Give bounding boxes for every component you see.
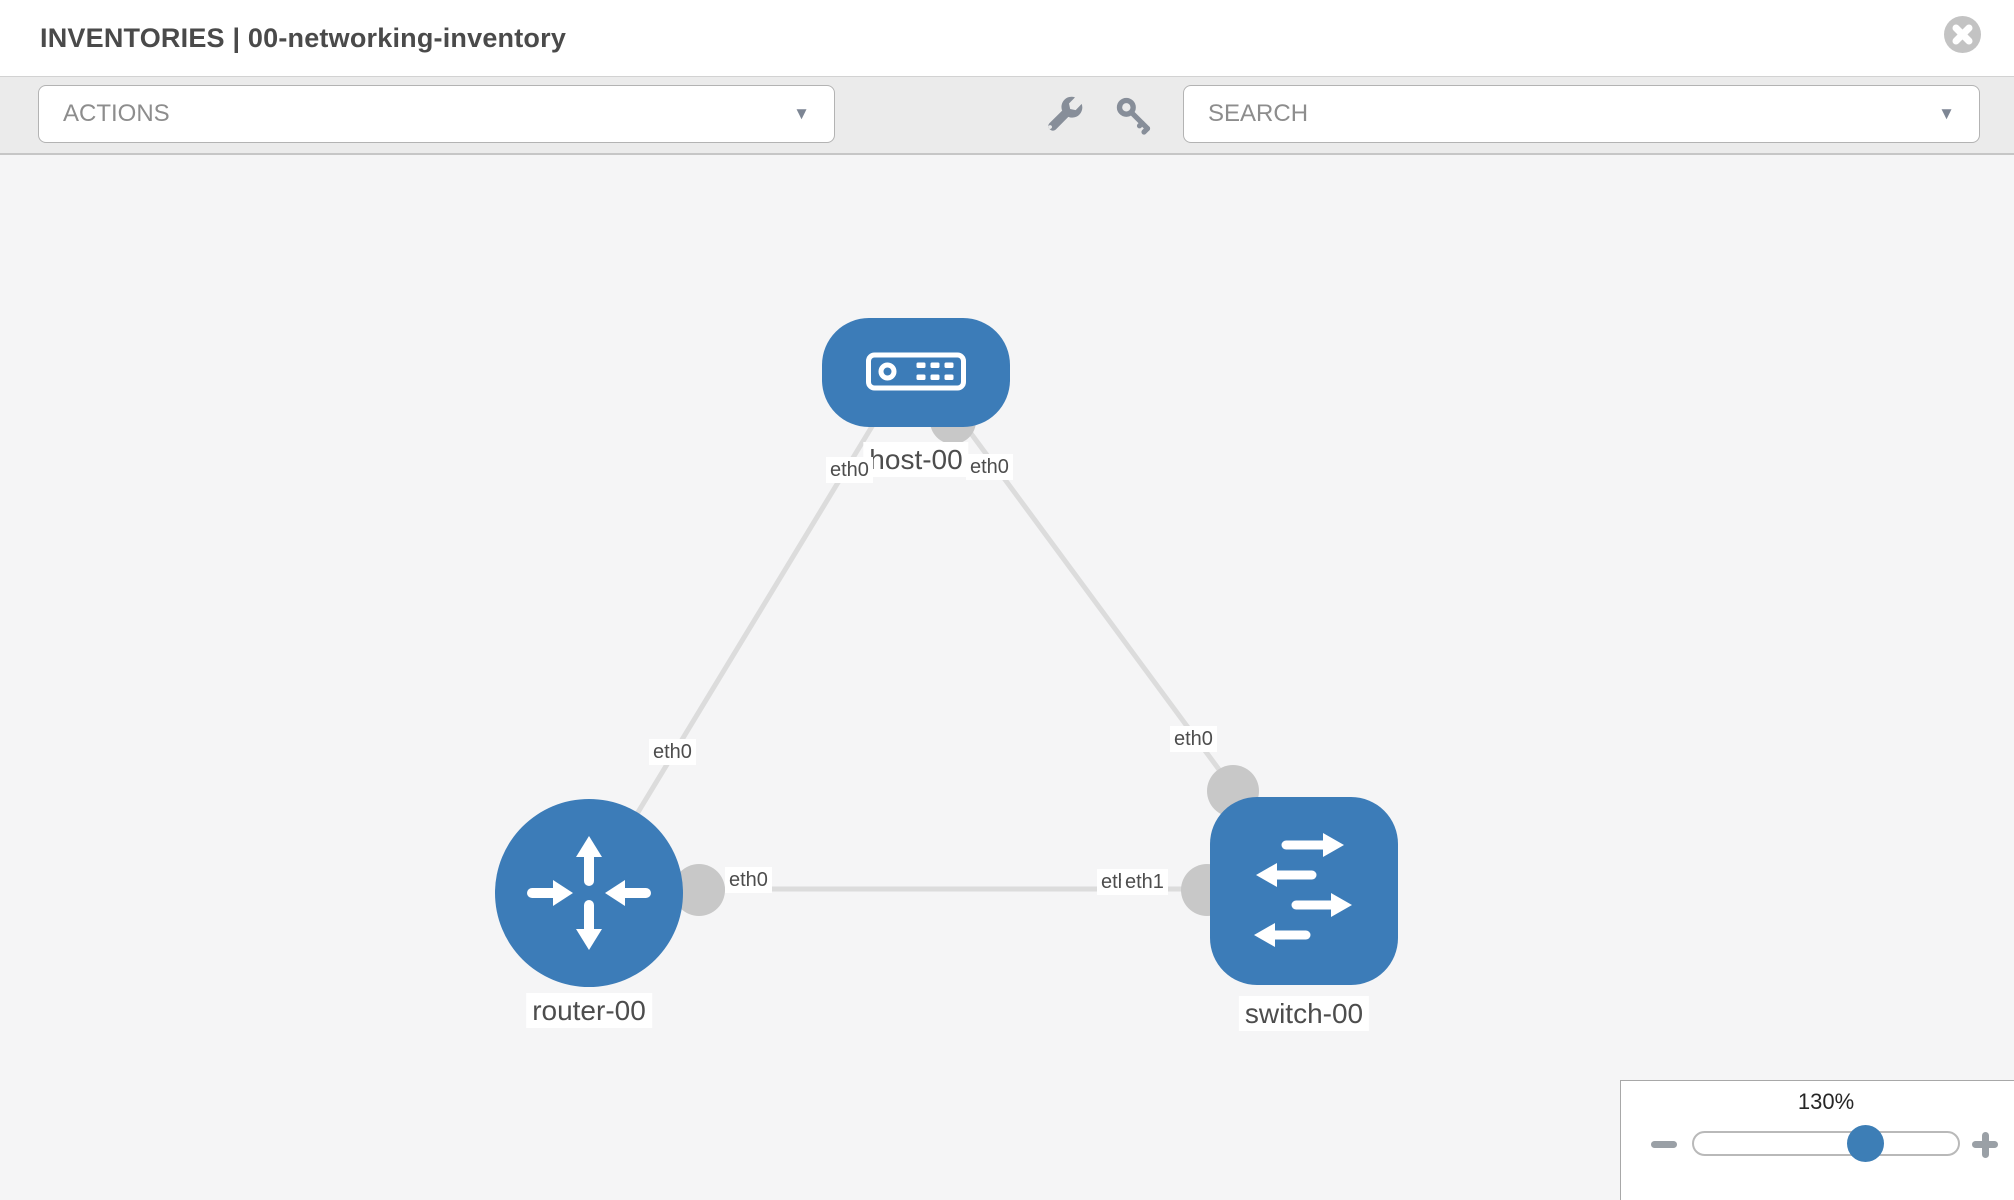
zoom-out-button[interactable] bbox=[1647, 1127, 1681, 1161]
link-lines bbox=[586, 403, 1304, 895]
node-switch[interactable] bbox=[1210, 797, 1398, 985]
search-dropdown-label: SEARCH bbox=[1208, 100, 1309, 127]
link-host-router[interactable] bbox=[586, 403, 888, 895]
interface-label-switch-mid-eth1[interactable]: eth1 bbox=[1121, 869, 1168, 895]
interface-label-switch-upper[interactable]: eth0 bbox=[1170, 726, 1217, 752]
header: INVENTORIES | 00-networking-inventory bbox=[0, 0, 2014, 77]
toolbar: ACTIONS ▼ SEARCH ▼ bbox=[0, 77, 2014, 155]
search-dropdown[interactable]: SEARCH ▼ bbox=[1183, 85, 1980, 143]
interface-label-router-mid[interactable]: eth0 bbox=[725, 867, 772, 893]
interface-dot-router[interactable] bbox=[673, 864, 725, 916]
plus-icon bbox=[1981, 1131, 1989, 1158]
page-title: INVENTORIES | 00-networking-inventory bbox=[40, 23, 567, 53]
zoom-slider-track[interactable] bbox=[1692, 1131, 1960, 1156]
actions-dropdown[interactable]: ACTIONS ▼ bbox=[38, 85, 835, 143]
zoom-control-panel: 130% bbox=[1620, 1080, 2014, 1200]
chevron-down-icon: ▼ bbox=[793, 104, 810, 123]
wrench-icon[interactable] bbox=[1044, 95, 1084, 135]
topology-canvas[interactable]: host-00 router-00 switch-00 eth0 eth0 et… bbox=[0, 155, 2014, 1200]
node-label-host[interactable]: host-00 bbox=[863, 442, 969, 477]
close-icon bbox=[1952, 24, 1973, 45]
zoom-in-button[interactable] bbox=[1968, 1127, 2002, 1161]
actions-dropdown-label: ACTIONS bbox=[63, 100, 170, 127]
minus-icon bbox=[1651, 1141, 1677, 1148]
interface-label-host-left[interactable]: eth0 bbox=[826, 457, 873, 483]
interface-label-host-right[interactable]: eth0 bbox=[966, 454, 1013, 480]
router-icon bbox=[527, 836, 651, 950]
chevron-down-icon: ▼ bbox=[1938, 104, 1955, 123]
node-label-router[interactable]: router-00 bbox=[526, 993, 652, 1028]
node-host[interactable] bbox=[822, 318, 1010, 427]
close-button[interactable] bbox=[1944, 16, 1981, 53]
zoom-percentage: 130% bbox=[1797, 1089, 1855, 1114]
interface-label-router-upper[interactable]: eth0 bbox=[649, 739, 696, 765]
switch-icon bbox=[1254, 833, 1352, 947]
zoom-slider-handle[interactable] bbox=[1847, 1125, 1884, 1162]
node-label-switch[interactable]: switch-00 bbox=[1238, 996, 1370, 1031]
node-router[interactable] bbox=[495, 799, 683, 987]
key-icon[interactable] bbox=[1114, 95, 1154, 135]
topology-graph bbox=[495, 318, 1398, 987]
host-icon bbox=[866, 352, 966, 391]
